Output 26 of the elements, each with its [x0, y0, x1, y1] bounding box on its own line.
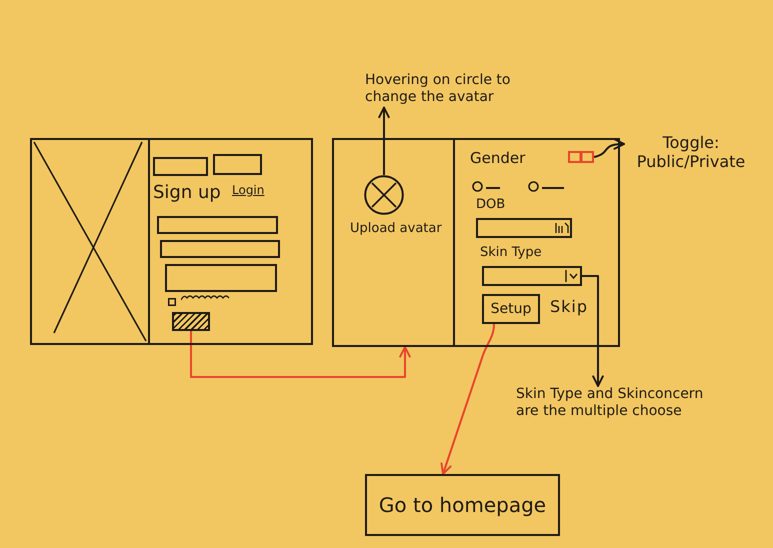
annotation-note: Skin Type and Skinconcern are the multiple choose: [516, 386, 728, 420]
arrow: [582, 275, 604, 387]
field-label: Skin Type: [480, 246, 542, 261]
submit-button: [172, 312, 210, 331]
avatar-label: Upload avatar: [350, 222, 442, 237]
annotation-note: Toggle: Public/Private: [624, 133, 758, 172]
screen-frame: [30, 138, 313, 345]
arrow: [440, 324, 495, 475]
screen-frame: [332, 138, 620, 347]
avatar-placeholder-icon: [364, 175, 404, 215]
arrow: [190, 331, 411, 378]
social-login-button: [153, 157, 208, 176]
note-box: Go to homepage: [365, 474, 560, 536]
date-input-field: [476, 218, 572, 238]
form-heading: Sign up: [153, 183, 221, 204]
arrow: [594, 138, 625, 158]
social-login-button: [213, 154, 262, 175]
annotation-note: Hovering on circle to change the avatar: [365, 72, 541, 106]
login-link: Login: [232, 184, 264, 198]
skip-link: Skip: [550, 298, 588, 316]
toggle-switch-icon: [568, 151, 594, 163]
dropdown-field: [482, 266, 582, 286]
setup-button: Setup: [482, 294, 540, 324]
arrow: [378, 106, 390, 175]
field-label: Gender: [470, 150, 526, 168]
field-label: DOB: [476, 198, 506, 213]
